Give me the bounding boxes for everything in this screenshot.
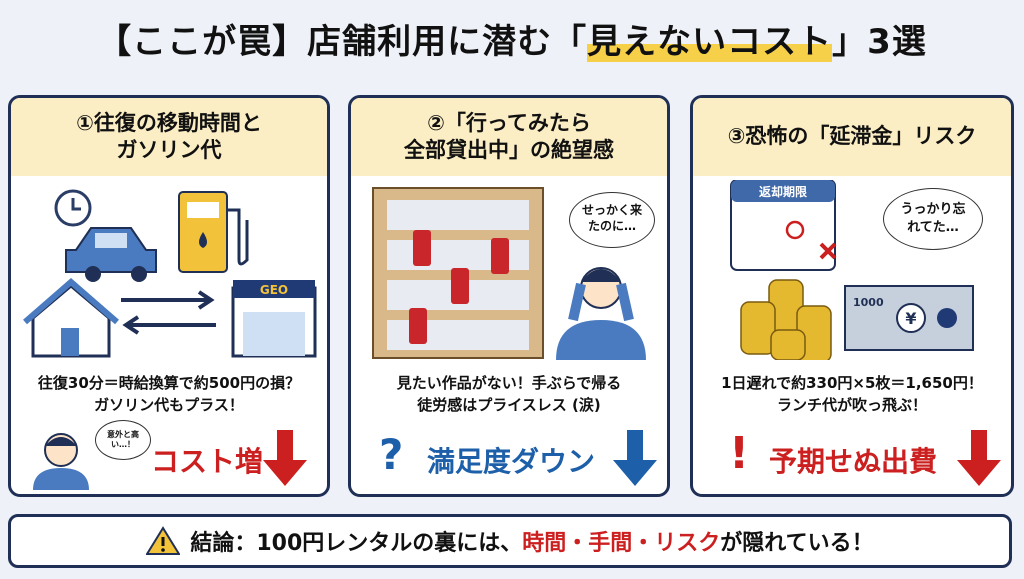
despairing-person-icon: [556, 267, 646, 360]
card-out-of-stock: ②「行ってみたら全部貸出中」の絶望感 せっかく来たのに… 見たい作品がない！手ぶ…: [348, 95, 670, 497]
round-trip-arrows-icon: [121, 290, 216, 335]
card-heading: ①往復の移動時間とガソリン代: [11, 98, 327, 176]
card-heading: ②「行ってみたら全部貸出中」の絶望感: [351, 98, 667, 176]
thought-bubble: せっかく来たのに…: [569, 192, 655, 248]
empty-shelf-illustration: せっかく来たのに…: [351, 180, 667, 360]
banknote-icon: 1000 ¥: [844, 285, 974, 351]
late-fee-illustration: 返却期限 1000 ¥ うっかり忘れてた…: [693, 179, 1011, 363]
calendar-icon: 返却期限: [730, 179, 837, 271]
svg-text:¥: ¥: [905, 309, 916, 328]
gas-pump-icon: [178, 191, 249, 273]
thought-bubble: 意外と高い…！: [95, 420, 151, 460]
arrow-down-icon: [613, 430, 657, 486]
thought-bubble: うっかり忘れてた…: [883, 188, 983, 250]
card-late-fee: ③恐怖の「延滞金」リスク 返却期限 1000 ¥ うっかり忘れてた… 1日遅れで約…: [690, 95, 1014, 497]
result-label: コスト増: [151, 445, 264, 478]
rental-tag-icon: [409, 230, 509, 344]
question-mark-icon: ?: [379, 430, 404, 479]
coin-stack-icon: [740, 279, 832, 363]
worried-person-icon: [33, 433, 89, 490]
conclusion-highlight: 時間・手間・リスク: [522, 531, 721, 556]
card-description: 1日遅れで約330円×5枚＝1,650円！ランチ代が吹っ飛ぶ！: [721, 374, 983, 414]
arrow-down-icon: [263, 430, 307, 486]
exclamation-icon: !: [729, 428, 750, 479]
clock-icon: [54, 189, 92, 227]
house-icon: [23, 278, 119, 358]
card-travel-cost: ①往復の移動時間とガソリン代 GEO 往復30分＝時給換算で約500円の損？ガソ…: [8, 95, 330, 497]
warning-icon: [146, 526, 181, 555]
card-result: 意外と高い…！ コスト増: [11, 420, 327, 490]
result-label: 満足度ダウン: [427, 445, 596, 478]
store-sign: GEO: [260, 283, 288, 297]
title-highlight: 見えないコスト: [587, 22, 833, 62]
result-label: 予期せぬ出費: [769, 445, 938, 478]
card-description: 見たい作品がない！手ぶらで帰る徒労感はプライスレス (涙): [396, 374, 622, 414]
svg-text:返却期限: 返却期限: [759, 184, 807, 199]
car-icon: [65, 227, 157, 282]
card-result: ? 満足度ダウン: [351, 426, 667, 490]
conclusion-bar: 結論：100円レンタルの裏には、時間・手間・リスクが隠れている！: [8, 514, 1012, 568]
svg-text:1000: 1000: [853, 296, 884, 309]
card-result: ! 予期せぬ出費: [693, 426, 1011, 490]
arrow-down-icon: [957, 430, 1001, 486]
card-description: 往復30分＝時給換算で約500円の損？ガソリン代もプラス！: [37, 374, 301, 414]
page-title: 【ここが罠】店舗利用に潜む「見えないコスト」3選: [97, 22, 927, 62]
card-heading: ③恐怖の「延滞金」リスク: [693, 98, 1011, 176]
travel-illustration: GEO: [11, 180, 327, 360]
store-icon: GEO: [231, 280, 317, 358]
